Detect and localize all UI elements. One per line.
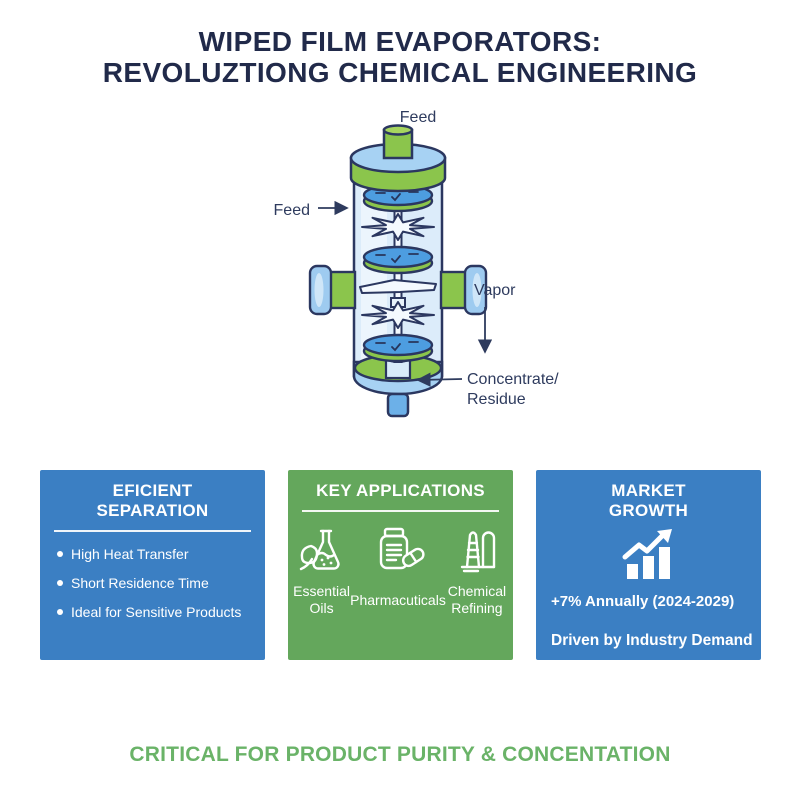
card-divider (54, 530, 251, 532)
side-nozzle-left (308, 264, 357, 316)
card-divider (302, 510, 499, 512)
application-chemical-refining: Chemical Refining (446, 524, 508, 620)
page-title-line1: WIPED FILM EVAPORATORS: (198, 26, 602, 57)
agitator-star-upper (361, 213, 435, 241)
benefit-list: High Heat Transfer Short Residence Time … (40, 546, 265, 620)
wiper-disc-3 (362, 333, 434, 363)
card-key-applications: KEY APPLICATIONS (288, 470, 513, 660)
agitator-star-lower (361, 301, 435, 329)
vapor-label: Vapor (474, 282, 516, 299)
evaporator-diagram: Feed Feed Vapor Concentrate/ Residue (274, 109, 559, 418)
concentrate-label-line2: Residue (467, 391, 526, 408)
benefit-item: High Heat Transfer (57, 546, 259, 562)
application-pharmaceuticals: Pharmacuticals (350, 524, 446, 620)
card-market-growth-title: MARKET GROWTH (608, 481, 689, 520)
application-essential-oils: Essential Oils (293, 524, 350, 620)
card-market-growth: MARKET GROWTH +7% Annually (2024-2029) D… (536, 470, 761, 660)
concentrate-leader (416, 372, 463, 387)
application-label: Chemical Refining (447, 583, 507, 616)
page-title-line2: REVOLUZTIONG CHEMICAL ENGINEERING (102, 57, 698, 88)
concentrate-label-line1: Concentrate/ (467, 371, 559, 388)
benefit-item: Short Residence Time (57, 575, 259, 591)
applications-row: Essential Oils (288, 524, 513, 620)
flask-leaf-icon (295, 524, 349, 576)
vessel-lid (349, 142, 447, 193)
side-nozzle-right (439, 264, 488, 316)
card-key-applications-title: KEY APPLICATIONS (316, 481, 485, 500)
growth-note: Driven by Industry Demand (551, 632, 753, 649)
feed-top-label: Feed (400, 109, 436, 126)
feed-side-label: Feed (274, 202, 310, 219)
growth-stat: +7% Annually (2024-2029) (551, 593, 735, 610)
card-efficient-separation: EFICIENT SEPARATION High Heat Transfer S… (40, 470, 265, 660)
benefit-item: Ideal for Sensitive Products (57, 604, 259, 620)
page-title: WIPED FILM EVAPORATORS: REVOLUZTIONG CHE… (0, 26, 800, 88)
outlet-pipe (386, 392, 410, 418)
refinery-icon (453, 524, 501, 576)
rotor-blade (359, 279, 437, 294)
application-label: Essential Oils (293, 583, 350, 616)
card-efficient-separation-title: EFICIENT SEPARATION (96, 481, 209, 520)
pill-bottle-icon (369, 524, 427, 576)
feed-inlet-pipe (382, 124, 414, 160)
application-label: Pharmacuticals (350, 591, 446, 608)
wiper-disc-2 (362, 245, 434, 275)
bar-chart-growth-icon (622, 529, 672, 579)
footer-tagline: CRITICAL FOR PRODUCT PURITY & CONCENTATI… (129, 743, 671, 766)
